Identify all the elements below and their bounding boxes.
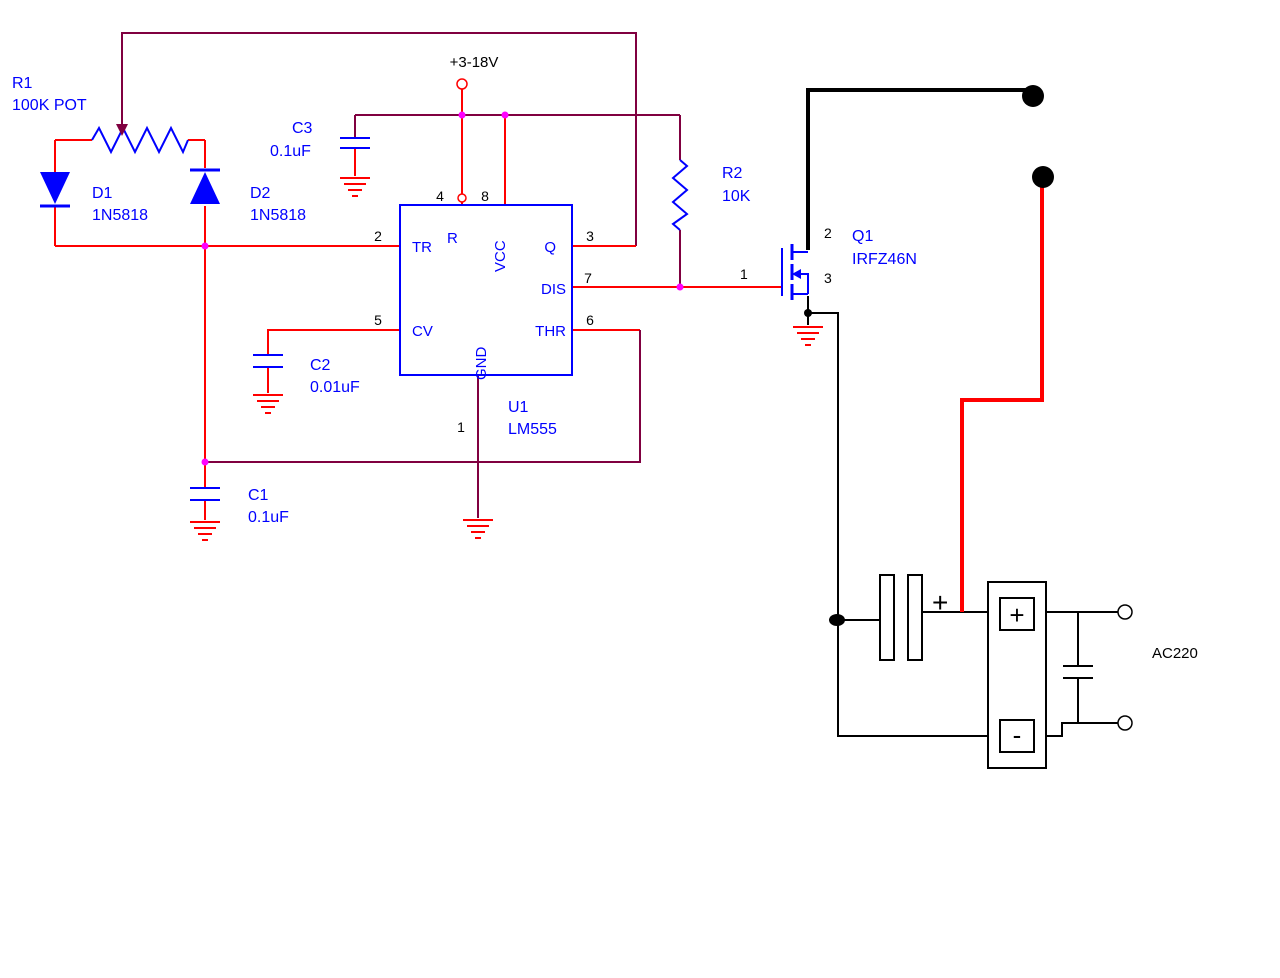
junction-dot [201, 242, 209, 250]
label-c2-ref: C2 [310, 357, 331, 374]
pot-wiper-arrow-icon [116, 124, 128, 136]
electrode-plate-left [879, 574, 895, 661]
q1-pin-num-gate: 1 [740, 266, 748, 282]
q1-pin-num-drain: 2 [824, 225, 832, 241]
label-power: +3-18V [450, 54, 499, 71]
cap-c2 [253, 354, 283, 368]
label-d1-ref: D1 [92, 185, 113, 202]
wire-drain-terminal [806, 88, 1028, 250]
wire-thr-loop [205, 330, 641, 463]
label-r1-ref: R1 [12, 75, 33, 92]
ic-pin-num-8: 8 [481, 188, 489, 204]
ic-pin-num-1: 1 [457, 419, 465, 435]
label-c1-ref: C1 [248, 487, 269, 504]
ground-c1-icon [190, 521, 220, 541]
ic-pin-name-thr: THR [535, 323, 566, 340]
cap-c1 [190, 487, 220, 501]
label-ac220: AC220 [1152, 645, 1198, 662]
wire-positive-return [960, 177, 1044, 612]
ic-pin-num-2: 2 [374, 228, 382, 244]
ic-pin-name-dis: DIS [541, 281, 566, 298]
ic-pin-num-3: 3 [586, 228, 594, 244]
label-c2-value: 0.01uF [310, 379, 360, 396]
ic-pin-name-cv: CV [412, 323, 433, 340]
label-c3-ref: C3 [292, 120, 313, 137]
ic-pin-name-vcc: VCC [492, 240, 509, 272]
ic-pin-name-tr: TR [412, 239, 432, 256]
ic-pin-name-gnd: GND [473, 347, 490, 381]
cap-c3 [340, 137, 370, 149]
power-terminal-circle [456, 78, 468, 90]
ic-pin-num-5: 5 [374, 312, 382, 328]
output-terminal-bottom [1032, 166, 1054, 188]
ic-pin-num-6: 6 [586, 312, 594, 328]
ground-c3-icon [340, 177, 370, 197]
wire-negative-rail [808, 312, 988, 737]
ac-terminal-bottom [1117, 715, 1133, 731]
mosfet-body-arrow-icon [792, 269, 801, 279]
ic-pin-num-4: 4 [436, 188, 444, 204]
label-c1-value: 0.1uF [248, 509, 289, 526]
label-plus-plates: + [932, 587, 948, 618]
label-u1-ref: U1 [508, 399, 529, 416]
label-c3-value: 0.1uF [270, 143, 311, 160]
pin4-terminal-circle [457, 193, 467, 203]
junction-dot [201, 458, 209, 466]
ic-pin-num-7: 7 [584, 270, 592, 286]
cap-ac [1063, 665, 1093, 679]
wire-cv-line [267, 329, 400, 355]
junction-dot [458, 111, 466, 119]
junction-dot-black [804, 309, 812, 317]
wire-ac-bottom [1046, 722, 1118, 737]
label-r2-ref: R2 [722, 165, 743, 182]
ground-q1-icon [793, 326, 823, 346]
label-r2-value: 10K [722, 188, 751, 205]
label-u1-value: LM555 [508, 421, 557, 438]
diode-d2 [190, 172, 220, 204]
label-d1-value: 1N5818 [92, 207, 148, 224]
label-r1-value: 100K POT [12, 97, 87, 114]
label-box-plus: + [1009, 600, 1024, 630]
ic-pin-name-q: Q [544, 239, 556, 256]
ic-u1-body [399, 204, 573, 376]
label-q1-ref: Q1 [852, 228, 873, 245]
pot-r1-zigzag [91, 125, 189, 155]
junction-dot [676, 283, 684, 291]
supply-minus-terminal-box [999, 719, 1035, 753]
label-box-minus: - [1013, 720, 1022, 750]
junction-dot [501, 111, 509, 119]
wire-output-loop [121, 32, 637, 246]
output-terminal-top [1022, 85, 1044, 107]
label-d2-value: 1N5818 [250, 207, 306, 224]
ic-pin-name-reset: R [447, 230, 458, 247]
ground-pin1-icon [463, 519, 493, 539]
resistor-r2-zigzag [671, 159, 689, 231]
supply-plus-terminal-box [999, 597, 1035, 631]
label-d2-ref: D2 [250, 185, 271, 202]
ground-c2-icon [253, 394, 283, 414]
q1-pin-num-source: 3 [824, 270, 832, 286]
electrode-plate-right [907, 574, 923, 661]
diode-d1 [40, 172, 70, 204]
ac-terminal-top [1117, 604, 1133, 620]
junction-dot-black [829, 614, 845, 626]
label-q1-value: IRFZ46N [852, 251, 917, 268]
